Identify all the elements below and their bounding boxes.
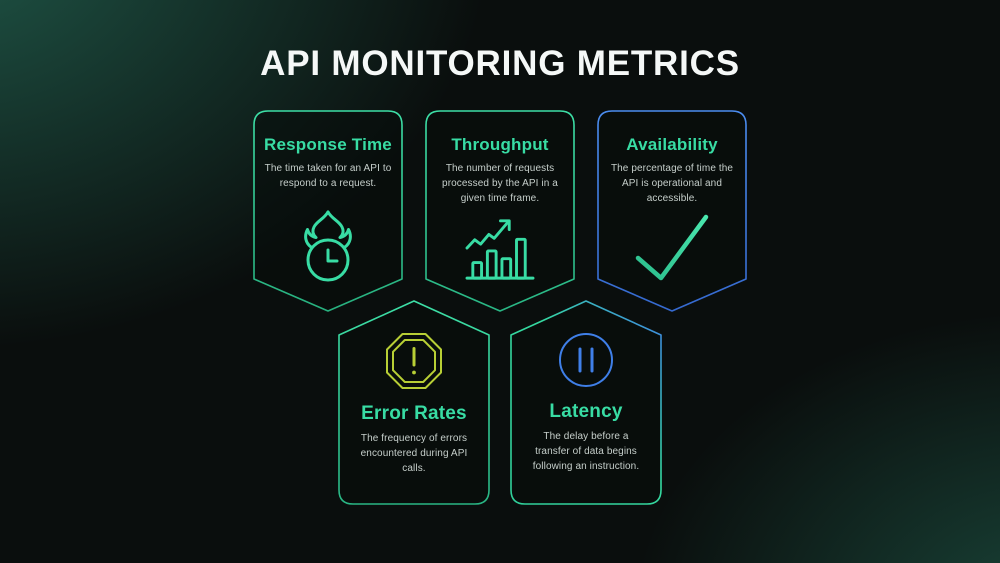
badge-frame: [338, 300, 490, 505]
card-title: Latency: [549, 401, 623, 422]
card-availability: Availability The percentage of time the …: [597, 110, 747, 312]
card-error-rates: Error Rates The frequency of errors enco…: [338, 300, 490, 505]
badge-frame: [597, 110, 747, 312]
card-description: The percentage of time the API is operat…: [610, 163, 734, 204]
card-title: Throughput: [451, 135, 549, 154]
octagon-alert-icon: [385, 332, 443, 390]
badge-frame: [425, 110, 575, 312]
card-title: Availability: [626, 135, 718, 154]
checkmark-icon: [632, 212, 712, 282]
pause-circle-icon: [558, 332, 614, 388]
card-latency: Latency The delay before a transfer of d…: [510, 300, 662, 505]
card-description: The frequency of errors encountered duri…: [360, 433, 468, 474]
card-description: The time taken for an API to respond to …: [264, 163, 392, 189]
bar-chart-trend-icon: [460, 216, 540, 282]
flame-clock-icon: [296, 210, 360, 282]
card-description: The number of requests processed by the …: [442, 163, 558, 204]
card-description: The delay before a transfer of data begi…: [532, 431, 640, 472]
card-title: Error Rates: [361, 403, 467, 424]
card-throughput: Throughput The number of requests proces…: [425, 110, 575, 312]
page-title: API MONITORING METRICS: [260, 44, 740, 83]
badge-frame: [510, 300, 662, 505]
card-title: Response Time: [264, 135, 392, 154]
card-response-time: Response Time The time taken for an API …: [253, 110, 403, 312]
